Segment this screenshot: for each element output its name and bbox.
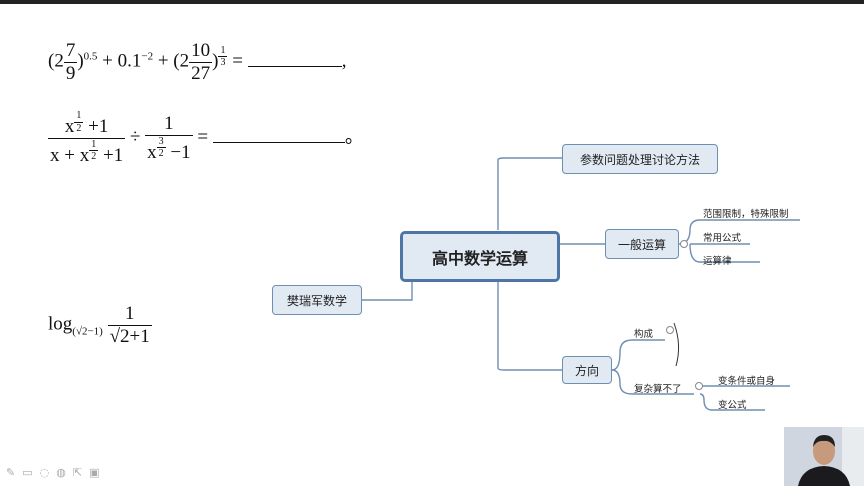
leaf-composition[interactable]: 构成	[634, 329, 654, 340]
collapse-composition-icon[interactable]	[666, 326, 674, 334]
pointer-icon[interactable]: ⇱	[72, 466, 83, 479]
leaf-operation-laws[interactable]: 运算律	[703, 256, 732, 267]
bottom-node[interactable]: 方向	[562, 356, 612, 384]
top-node[interactable]: 参数问题处理讨论方法	[562, 144, 718, 174]
leaf-too-complex[interactable]: 复杂算不了	[634, 384, 682, 395]
equation-3: log(√2−1) 1 √2+1	[48, 303, 152, 347]
root-node[interactable]: 高中数学运算	[400, 231, 560, 282]
answer-blank-2	[212, 141, 345, 143]
highlighter-icon[interactable]: ◍	[56, 466, 66, 479]
webcam-thumbnail	[784, 427, 864, 486]
camera-icon[interactable]: ▣	[89, 466, 100, 479]
right-node[interactable]: 一般运算	[605, 229, 679, 259]
note-icon[interactable]: ▭	[22, 466, 33, 479]
leaf-range-limit[interactable]: 范围限制，特殊限制	[703, 209, 789, 220]
eraser-icon[interactable]: ◌	[39, 466, 50, 479]
pen-icon[interactable]: ✎	[6, 466, 16, 479]
bottom-node-label: 方向	[574, 363, 599, 378]
slide-toolbar: ✎ ▭ ◌ ◍ ⇱ ▣	[6, 466, 99, 479]
left-node-label: 樊瑞军数学	[286, 293, 347, 308]
answer-blank-1	[247, 65, 342, 67]
root-label: 高中数学运算	[431, 248, 528, 268]
presenter-icon	[784, 427, 864, 486]
top-node-label: 参数问题处理讨论方法	[579, 152, 700, 167]
collapse-right-icon[interactable]	[680, 240, 688, 248]
leaf-common-formula[interactable]: 常用公式	[703, 233, 742, 244]
right-node-label: 一般运算	[617, 237, 666, 252]
collapse-complex-icon[interactable]	[695, 382, 703, 390]
leaf-change-condition[interactable]: 变条件或自身	[718, 376, 776, 387]
left-node[interactable]: 樊瑞军数学	[272, 285, 362, 315]
top-border	[0, 0, 864, 4]
leaf-change-formula[interactable]: 变公式	[718, 400, 747, 411]
